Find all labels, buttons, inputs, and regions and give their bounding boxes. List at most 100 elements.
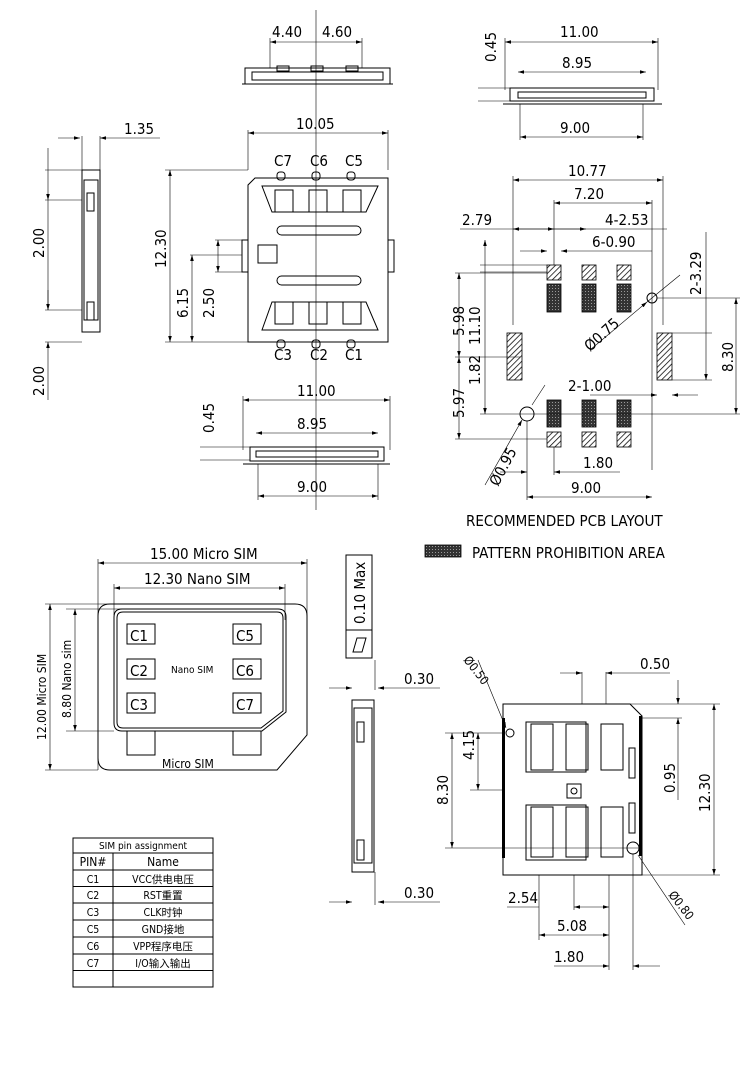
table-title: SIM pin assignment bbox=[99, 841, 188, 852]
table-row: C6 VPP程序电压 bbox=[87, 940, 194, 953]
pcb-dim-11-10: 11.10 bbox=[466, 306, 484, 345]
dim-9-00-top: 9.00 bbox=[560, 119, 590, 137]
nano-sim-label: Nano SIM bbox=[171, 665, 213, 676]
dim-6-15: 6.15 bbox=[174, 288, 192, 318]
dim-0-45-bottom: 0.45 bbox=[200, 403, 218, 433]
table-cell-name: VCC供电电压 bbox=[132, 873, 194, 886]
nano-sim-height: 8.80 Nano sim bbox=[60, 640, 74, 718]
micro-sim-width: 15.00 Micro SIM bbox=[150, 545, 258, 563]
pin-label-c3: C3 bbox=[274, 346, 292, 364]
pcb-dim-1-80: 1.80 bbox=[583, 454, 613, 472]
bottom-hole-0-80: Ø0.80 bbox=[666, 888, 697, 922]
pcb-dim-6-0-90: 6-0.90 bbox=[592, 233, 636, 251]
dim-2-00-upper: 2.00 bbox=[30, 228, 48, 258]
dim-2-50: 2.50 bbox=[200, 288, 218, 318]
table-cell-name: GND接地 bbox=[142, 923, 185, 936]
pcb-dim-2-3-29: 2-3.29 bbox=[687, 252, 705, 296]
contact-c2: C2 bbox=[130, 662, 148, 680]
bottom-side-view: 11.00 0.45 8.95 9.00 bbox=[200, 382, 391, 500]
pcb-hole-0-75: Ø0.75 bbox=[581, 314, 623, 355]
table-header-pin: PIN# bbox=[80, 855, 107, 869]
pcb-dim-1-82: 1.82 bbox=[466, 355, 484, 385]
table-cell-pin: C7 bbox=[87, 958, 100, 970]
contact-c3: C3 bbox=[130, 696, 148, 714]
bottom-hole-0-50: Ø0.50 bbox=[461, 653, 492, 687]
table-row: C3 CLK时钟 bbox=[87, 906, 183, 919]
table-row: C5 GND接地 bbox=[87, 923, 185, 936]
flatness-icon bbox=[352, 637, 367, 653]
pin-label-c5: C5 bbox=[345, 152, 363, 170]
bottom-dim-12-30: 12.30 bbox=[696, 773, 714, 812]
pin-label-c2: C2 bbox=[310, 346, 328, 364]
right-top-view: 11.00 8.95 0.45 9.00 bbox=[478, 23, 662, 140]
pcb-dim-7-20: 7.20 bbox=[574, 185, 604, 203]
pcb-layout: 10.77 7.20 2.79 4-2.53 6-0.90 5.98 5.97 … bbox=[424, 162, 740, 562]
gap-0-30-bottom: 0.30 bbox=[404, 884, 434, 902]
flatness-callout bbox=[345, 554, 373, 659]
table-cell-name: CLK时钟 bbox=[143, 906, 182, 919]
bottom-dim-8-30: 8.30 bbox=[434, 775, 452, 805]
pcb-dim-8-30: 8.30 bbox=[719, 342, 737, 372]
prohibition-area-swatch bbox=[424, 544, 462, 558]
pcb-layout-title: RECOMMENDED PCB LAYOUT bbox=[466, 512, 663, 530]
pin-assignment-table: SIM pin assignment PIN# Name C1 VCC供电电压 … bbox=[72, 837, 214, 988]
pin-label-c1: C1 bbox=[345, 346, 363, 364]
pcb-dim-10-77: 10.77 bbox=[568, 162, 607, 180]
table-cell-name: RST重置 bbox=[143, 889, 182, 902]
bottom-dim-2-54: 2.54 bbox=[508, 889, 538, 907]
dim-1-35: 1.35 bbox=[124, 120, 154, 138]
pin-label-c6: C6 bbox=[310, 152, 328, 170]
micro-sim-height: 12.00 Micro SIM bbox=[35, 654, 49, 740]
prohibition-area-legend: PATTERN PROHIBITION AREA bbox=[472, 544, 666, 562]
dim-11-00-top: 11.00 bbox=[560, 23, 599, 41]
bottom-dim-1-80: 1.80 bbox=[554, 948, 584, 966]
micro-sim-label: Micro SIM bbox=[162, 757, 214, 771]
dim-4-60: 4.60 bbox=[322, 23, 352, 41]
bottom-dim-0-50: 0.50 bbox=[640, 655, 670, 673]
sim-card-diagram: 15.00 Micro SIM 12.30 Nano SIM C1 C2 C3 … bbox=[35, 545, 308, 771]
table-cell-pin: C2 bbox=[87, 890, 100, 902]
pcb-dim-5-98: 5.98 bbox=[450, 306, 468, 336]
table-cell-pin: C5 bbox=[87, 924, 100, 936]
bottom-view: Ø0.50 0.50 4.15 8.30 0.95 12.30 Ø0.80 2.… bbox=[434, 653, 720, 970]
table-row: C1 VCC供电电压 bbox=[87, 873, 195, 886]
pcb-dim-9-00: 9.00 bbox=[571, 479, 601, 497]
pcb-dim-2-1-00: 2-1.00 bbox=[568, 377, 612, 395]
contact-c6: C6 bbox=[236, 662, 254, 680]
table-cell-pin: C6 bbox=[87, 941, 100, 953]
pin-label-c7: C7 bbox=[274, 152, 292, 170]
dim-10-05: 10.05 bbox=[296, 115, 335, 133]
left-side-view: 1.35 2.00 2.00 bbox=[30, 120, 160, 400]
top-view: 4.40 4.60 bbox=[242, 10, 393, 510]
dim-8-95-bottom: 8.95 bbox=[297, 415, 327, 433]
table-cell-name: VPP程序电压 bbox=[133, 940, 193, 953]
table-header-name: Name bbox=[147, 855, 179, 869]
gap-0-30-top: 0.30 bbox=[404, 670, 434, 688]
pcb-dim-2-79: 2.79 bbox=[462, 211, 492, 229]
dim-2-00-lower: 2.00 bbox=[30, 366, 48, 396]
table-cell-pin: C3 bbox=[87, 907, 100, 919]
bottom-dim-5-08: 5.08 bbox=[557, 917, 587, 935]
contact-c1: C1 bbox=[130, 627, 148, 645]
dim-4-40: 4.40 bbox=[272, 23, 302, 41]
table-cell-pin: C1 bbox=[87, 874, 100, 886]
flatness-value: 0.10 Max bbox=[351, 562, 369, 624]
table-cell-name: I/O输入输出 bbox=[135, 957, 190, 970]
table-row: C7 I/O输入输出 bbox=[87, 957, 191, 970]
dim-8-95-top: 8.95 bbox=[562, 54, 592, 72]
contact-c5: C5 bbox=[236, 627, 254, 645]
bottom-dim-0-95: 0.95 bbox=[661, 763, 679, 793]
pcb-dim-4-2-53: 4-2.53 bbox=[605, 211, 649, 229]
table-row: C2 RST重置 bbox=[87, 889, 183, 902]
front-view: 10.05 C7 C6 C5 C3 C2 C1 12.30 6.15 2.50 bbox=[152, 115, 395, 364]
pcb-dim-5-97: 5.97 bbox=[450, 388, 468, 418]
dim-11-00-bottom: 11.00 bbox=[297, 382, 336, 400]
nano-sim-width: 12.30 Nano SIM bbox=[144, 570, 251, 588]
pcb-hole-0-95: Ø0.95 bbox=[486, 445, 521, 489]
side-view-flatness: 0.10 Max 0.30 0.30 bbox=[329, 554, 440, 905]
dim-9-00-bottom: 9.00 bbox=[297, 478, 327, 496]
contact-c7: C7 bbox=[236, 696, 254, 714]
bottom-dim-4-15: 4.15 bbox=[460, 730, 478, 760]
dim-0-45-top: 0.45 bbox=[482, 32, 500, 62]
